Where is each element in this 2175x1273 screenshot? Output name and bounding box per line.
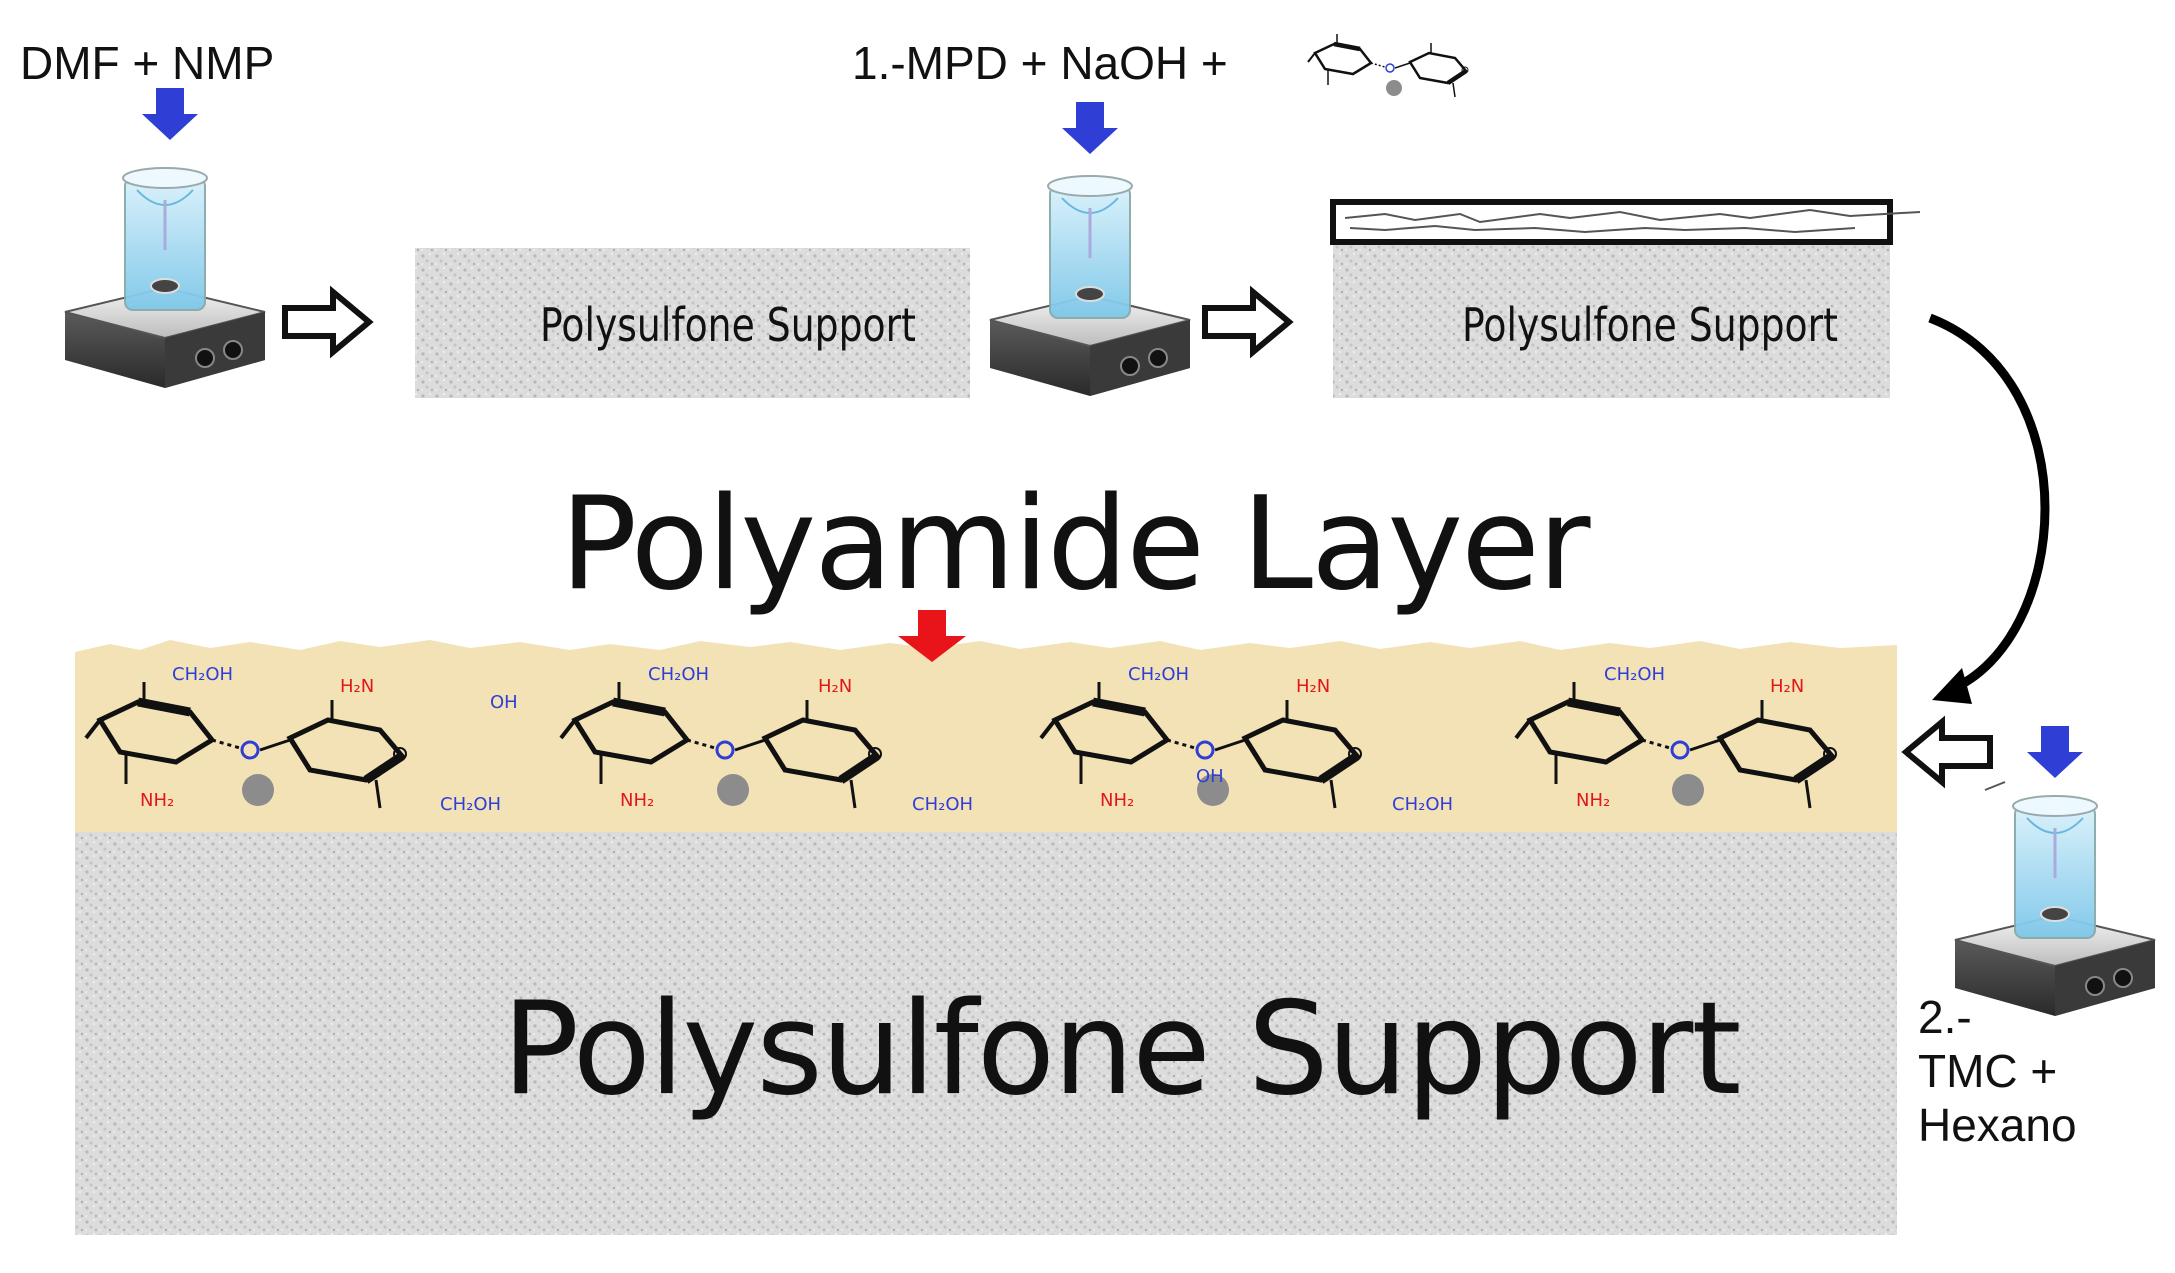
chem-label-h2n: H₂N <box>340 676 375 697</box>
chem-label-h2n: H₂N <box>1296 676 1331 697</box>
chem-label-ch2oh: CH₂OH <box>1604 664 1666 685</box>
stirrer-beaker-icon <box>1953 794 2157 1018</box>
red-arrow-down-icon <box>898 610 966 662</box>
chitosan-structure-icon <box>1308 34 1468 97</box>
arrow-down-icon <box>142 88 198 140</box>
chem-label-oh: OH <box>490 692 518 713</box>
hollow-arrow-right-icon <box>285 292 369 352</box>
stirrer-beaker-icon <box>63 166 267 390</box>
step0-label: DMF + NMP <box>20 37 275 89</box>
polyamide-layer <box>75 640 1897 832</box>
polyamide-layer-label: Polyamide Layer <box>560 470 1590 619</box>
stirrer-beaker-icon <box>988 174 1192 398</box>
chem-label-h2n: H₂N <box>818 676 853 697</box>
chem-label-nh2: NH₂ <box>140 790 175 811</box>
hollow-arrow-right-icon <box>1205 292 1289 352</box>
chem-label-oh: OH <box>1196 766 1224 787</box>
coated-polysulfone-support <box>1333 240 1890 398</box>
support-label-small-2: Polysulfone Support <box>1462 298 1838 352</box>
step2-label: 2.- TMC + Hexano <box>1918 990 2077 1152</box>
chem-label-nh2: NH₂ <box>1576 790 1611 811</box>
chem-label-ch2oh: CH₂OH <box>440 794 502 815</box>
arrow-down-icon <box>1062 102 1118 154</box>
chem-label-ch2oh: CH₂OH <box>172 664 234 685</box>
coating-layer <box>1330 199 1893 245</box>
polysulfone-support-big <box>75 820 1897 1235</box>
polysulfone-support-label: Polysulfone Support <box>502 975 1742 1124</box>
polysulfone-support-small <box>415 248 970 398</box>
chem-label-ch2oh: CH₂OH <box>1392 794 1454 815</box>
chem-label-ch2oh: CH₂OH <box>1128 664 1190 685</box>
hollow-arrow-left-icon <box>1906 722 1990 782</box>
chem-label-ch2oh: CH₂OH <box>648 664 710 685</box>
curved-arrow-icon <box>1928 313 2050 695</box>
chem-label-nh2: NH₂ <box>620 790 655 811</box>
chem-label-nh2: NH₂ <box>1100 790 1135 811</box>
step2-line3: Hexano <box>1918 1099 2077 1151</box>
step2-line1: 2.- <box>1918 991 1972 1043</box>
chem-label-ch2oh: CH₂OH <box>912 794 974 815</box>
chem-label-h2n: H₂N <box>1770 676 1805 697</box>
step1-label: 1.-MPD + NaOH + <box>852 37 1228 89</box>
support-label-small-1: Polysulfone Support <box>540 298 916 352</box>
coating-texture <box>1344 208 1921 234</box>
step2-line2: TMC + <box>1918 1045 2058 1097</box>
arrow-down-icon <box>2027 726 2083 778</box>
